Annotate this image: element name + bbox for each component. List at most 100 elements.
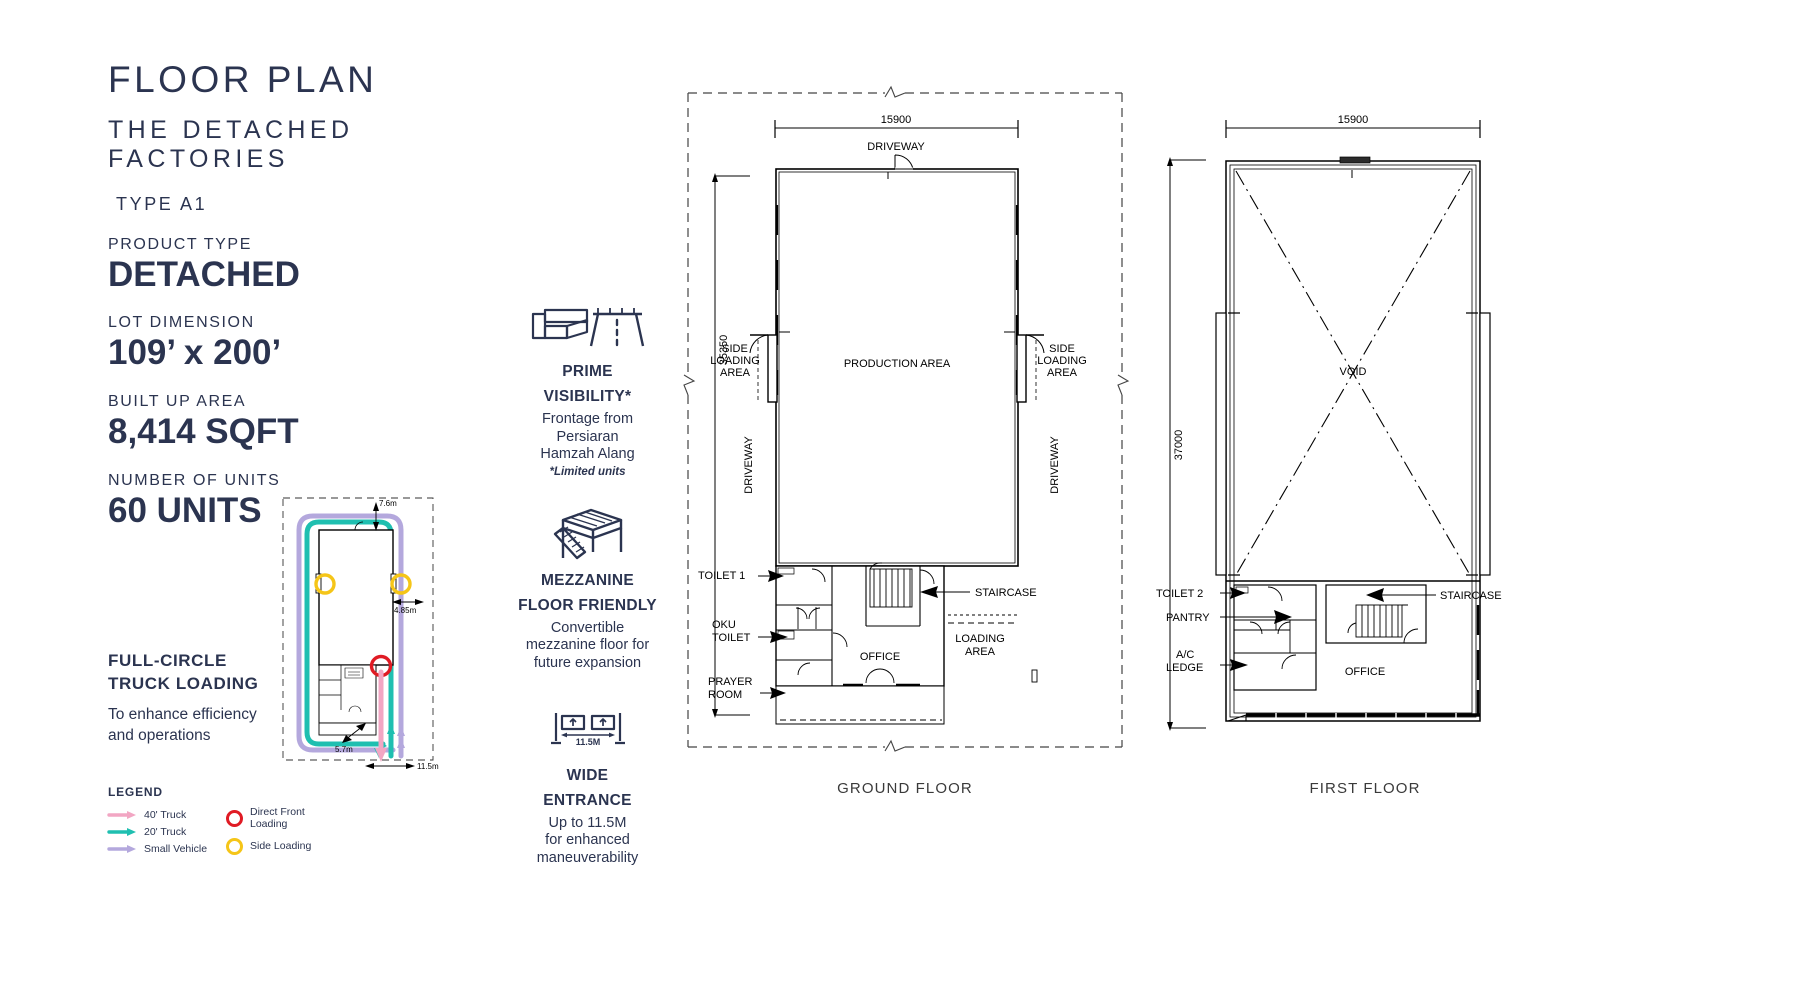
feature-desc-line2: mezzanine floor for [525, 637, 650, 654]
spec-value: DETACHED [108, 254, 300, 294]
ff-label-office: OFFICE [1345, 666, 1385, 678]
legend-item-direct-front-loading: Direct Front Loading [226, 806, 311, 830]
feature-title-line1: MEZZANINE [540, 571, 635, 589]
red-ring-icon [226, 809, 243, 827]
truck-circulation-diagram: 7.6m 4.85m 5.7m 11.5m [275, 490, 455, 775]
feature-title-line1: PRIME [562, 363, 613, 380]
feature-desc-line1: Frontage from [541, 410, 634, 427]
legend-label: Side Loading [250, 839, 312, 852]
feature-desc-line2: for enhanced [545, 832, 630, 849]
truck-loading-desc-line1: To enhance efficiency [108, 705, 257, 723]
feature-mezzanine: MEZZANINE FLOOR FRIENDLY Convertible mez… [495, 504, 680, 673]
ff-label-void: VOID [1340, 366, 1367, 378]
page-title: FLOOR PLAN [108, 59, 378, 100]
first-floor-plan: 15900 37000 VOID OFFICE TOILET 2 PANTRY … [1150, 75, 1580, 765]
spec-label: LOT DIMENSION [108, 314, 255, 332]
truck-loading-title-line1: FULL-CIRCLE [108, 651, 227, 670]
wide-entrance-icon-label: 11.5M [575, 737, 600, 747]
unit-type-label: TYPE A1 [116, 193, 208, 214]
spec-label: NUMBER OF UNITS [108, 471, 281, 489]
feature-title-line2: FLOOR FRIENDLY [518, 596, 657, 614]
feature-desc-line3: Hamzah Alang [540, 446, 635, 463]
info-column: FLOOR PLAN THE DETACHED FACTORIES TYPE A… [108, 59, 528, 530]
legend-label: 20' Truck [144, 825, 187, 838]
gf-label-side-loading-right-l1: SIDE [1049, 343, 1075, 355]
feature-prime-visibility: PRIME VISIBILITY* Frontage from Persiara… [495, 295, 680, 478]
arrow-icon [107, 844, 138, 854]
yellow-ring-icon [226, 837, 243, 855]
gf-label-side-loading-right-l2: LOADING [1037, 355, 1087, 367]
truck-loading-text: FULL-CIRCLE TRUCK LOADING To enhance eff… [108, 650, 338, 747]
legend-label-line2: Loading [250, 818, 288, 830]
wide-entrance-icon: 11.5M [495, 699, 680, 761]
feature-title-line2: ENTRANCE [543, 791, 632, 809]
spec-built-up-area: BUILT UP AREA 8,414 SQFT [108, 393, 528, 451]
gf-label-prayer-l1: PRAYER [708, 676, 752, 688]
page-subtitle: THE DETACHED FACTORIES [108, 115, 354, 173]
gf-label-oku-l1: OKU [712, 619, 736, 631]
features-column: PRIME VISIBILITY* Frontage from Persiara… [495, 295, 680, 894]
mezzanine-icon [495, 504, 680, 566]
feature-title-line2: VISIBILITY* [543, 387, 632, 405]
legend-title: LEGEND [108, 785, 163, 799]
dim-115m: 11.5m [417, 762, 439, 771]
gf-dim-width: 15900 [881, 114, 912, 126]
legend-routes: 40' Truck 20' Truck Small Vehicle [107, 807, 226, 858]
ff-label-toilet2: TOILET 2 [1156, 588, 1203, 600]
ground-floor-caption: GROUND FLOOR [837, 780, 973, 797]
ff-label-pantry: PANTRY [1166, 612, 1210, 624]
dim-76m: 7.6m [379, 499, 397, 508]
feature-title-line1: WIDE [566, 766, 609, 784]
legend-label: 40' Truck [144, 808, 187, 821]
spec-value: 109’ x 200’ [108, 333, 282, 373]
gf-label-office: OFFICE [860, 651, 900, 663]
spec-label: BUILT UP AREA [108, 393, 247, 411]
gf-label-prayer-l2: ROOM [708, 689, 742, 701]
legend: LEGEND 40' Truck 20' Truck [107, 785, 348, 858]
legend-item-small-vehicle: Small Vehicle [107, 841, 226, 857]
gf-label-side-loading-right-l3: AREA [1047, 367, 1078, 379]
spec-value: 8,414 SQFT [108, 412, 299, 452]
ff-dim-width: 15900 [1338, 114, 1369, 126]
ff-dim-height: 37000 [1173, 430, 1185, 461]
ff-label-ac-ledge-l1: A/C [1176, 649, 1194, 661]
gf-label-oku-l2: TOILET [712, 632, 751, 644]
feature-desc-line3: future expansion [533, 655, 642, 672]
gf-label-production-area: PRODUCTION AREA [844, 358, 951, 370]
legend-markers: Direct Front Loading Side Loading [226, 806, 311, 858]
feature-desc-line3: maneuverability [536, 849, 639, 866]
factory-road-icon [495, 295, 680, 357]
gf-dim-height: 35350 [718, 335, 730, 366]
gf-label-toilet1: TOILET 1 [698, 570, 745, 582]
legend-item-40ft-truck: 40' Truck [107, 807, 226, 823]
gf-label-side-loading-left-l2: LOADING [710, 355, 760, 367]
legend-item-side-loading: Side Loading [226, 835, 311, 857]
gf-label-driveway-right: DRIVEWAY [1049, 436, 1061, 494]
spec-lot-dimension: LOT DIMENSION 109’ x 200’ [108, 314, 528, 372]
spec-number-of-units: NUMBER OF UNITS 60 UNITS [108, 472, 528, 530]
feature-desc-line1: Convertible [550, 619, 625, 636]
spec-label: PRODUCT TYPE [108, 235, 252, 253]
ground-floor-plan: 15900 DRIVEWAY PRODUCTION AREA OFFICE LO… [680, 75, 1130, 765]
dim-57m: 5.7m [335, 745, 353, 754]
feature-wide-entrance: 11.5M WIDE ENTRANCE Up to 11.5M for enha… [495, 699, 680, 868]
legend-label-line1: Direct Front [250, 805, 305, 818]
legend-label: Direct Front Loading [250, 806, 305, 830]
truck-loading-title-line2: TRUCK LOADING [108, 673, 259, 693]
feature-desc-line2: Persiaran [556, 428, 619, 445]
spec-value: 60 UNITS [108, 490, 262, 530]
feature-note: *Limited units [549, 465, 626, 478]
ff-label-ac-ledge-l2: LEDGE [1166, 662, 1203, 674]
gf-label-staircase: STAIRCASE [975, 587, 1037, 599]
ff-label-staircase: STAIRCASE [1440, 590, 1502, 602]
legend-item-20ft-truck: 20' Truck [107, 824, 226, 840]
truck-loading-desc-line2: and operations [108, 726, 211, 744]
feature-desc-line1: Up to 11.5M [548, 814, 627, 831]
gf-label-driveway-left: DRIVEWAY [743, 436, 755, 494]
gf-label-driveway-top: DRIVEWAY [867, 141, 925, 153]
arrow-icon [107, 810, 138, 820]
arrow-icon [107, 827, 138, 837]
dim-485m: 4.85m [394, 606, 417, 615]
first-floor-caption: FIRST FLOOR [1309, 780, 1421, 797]
